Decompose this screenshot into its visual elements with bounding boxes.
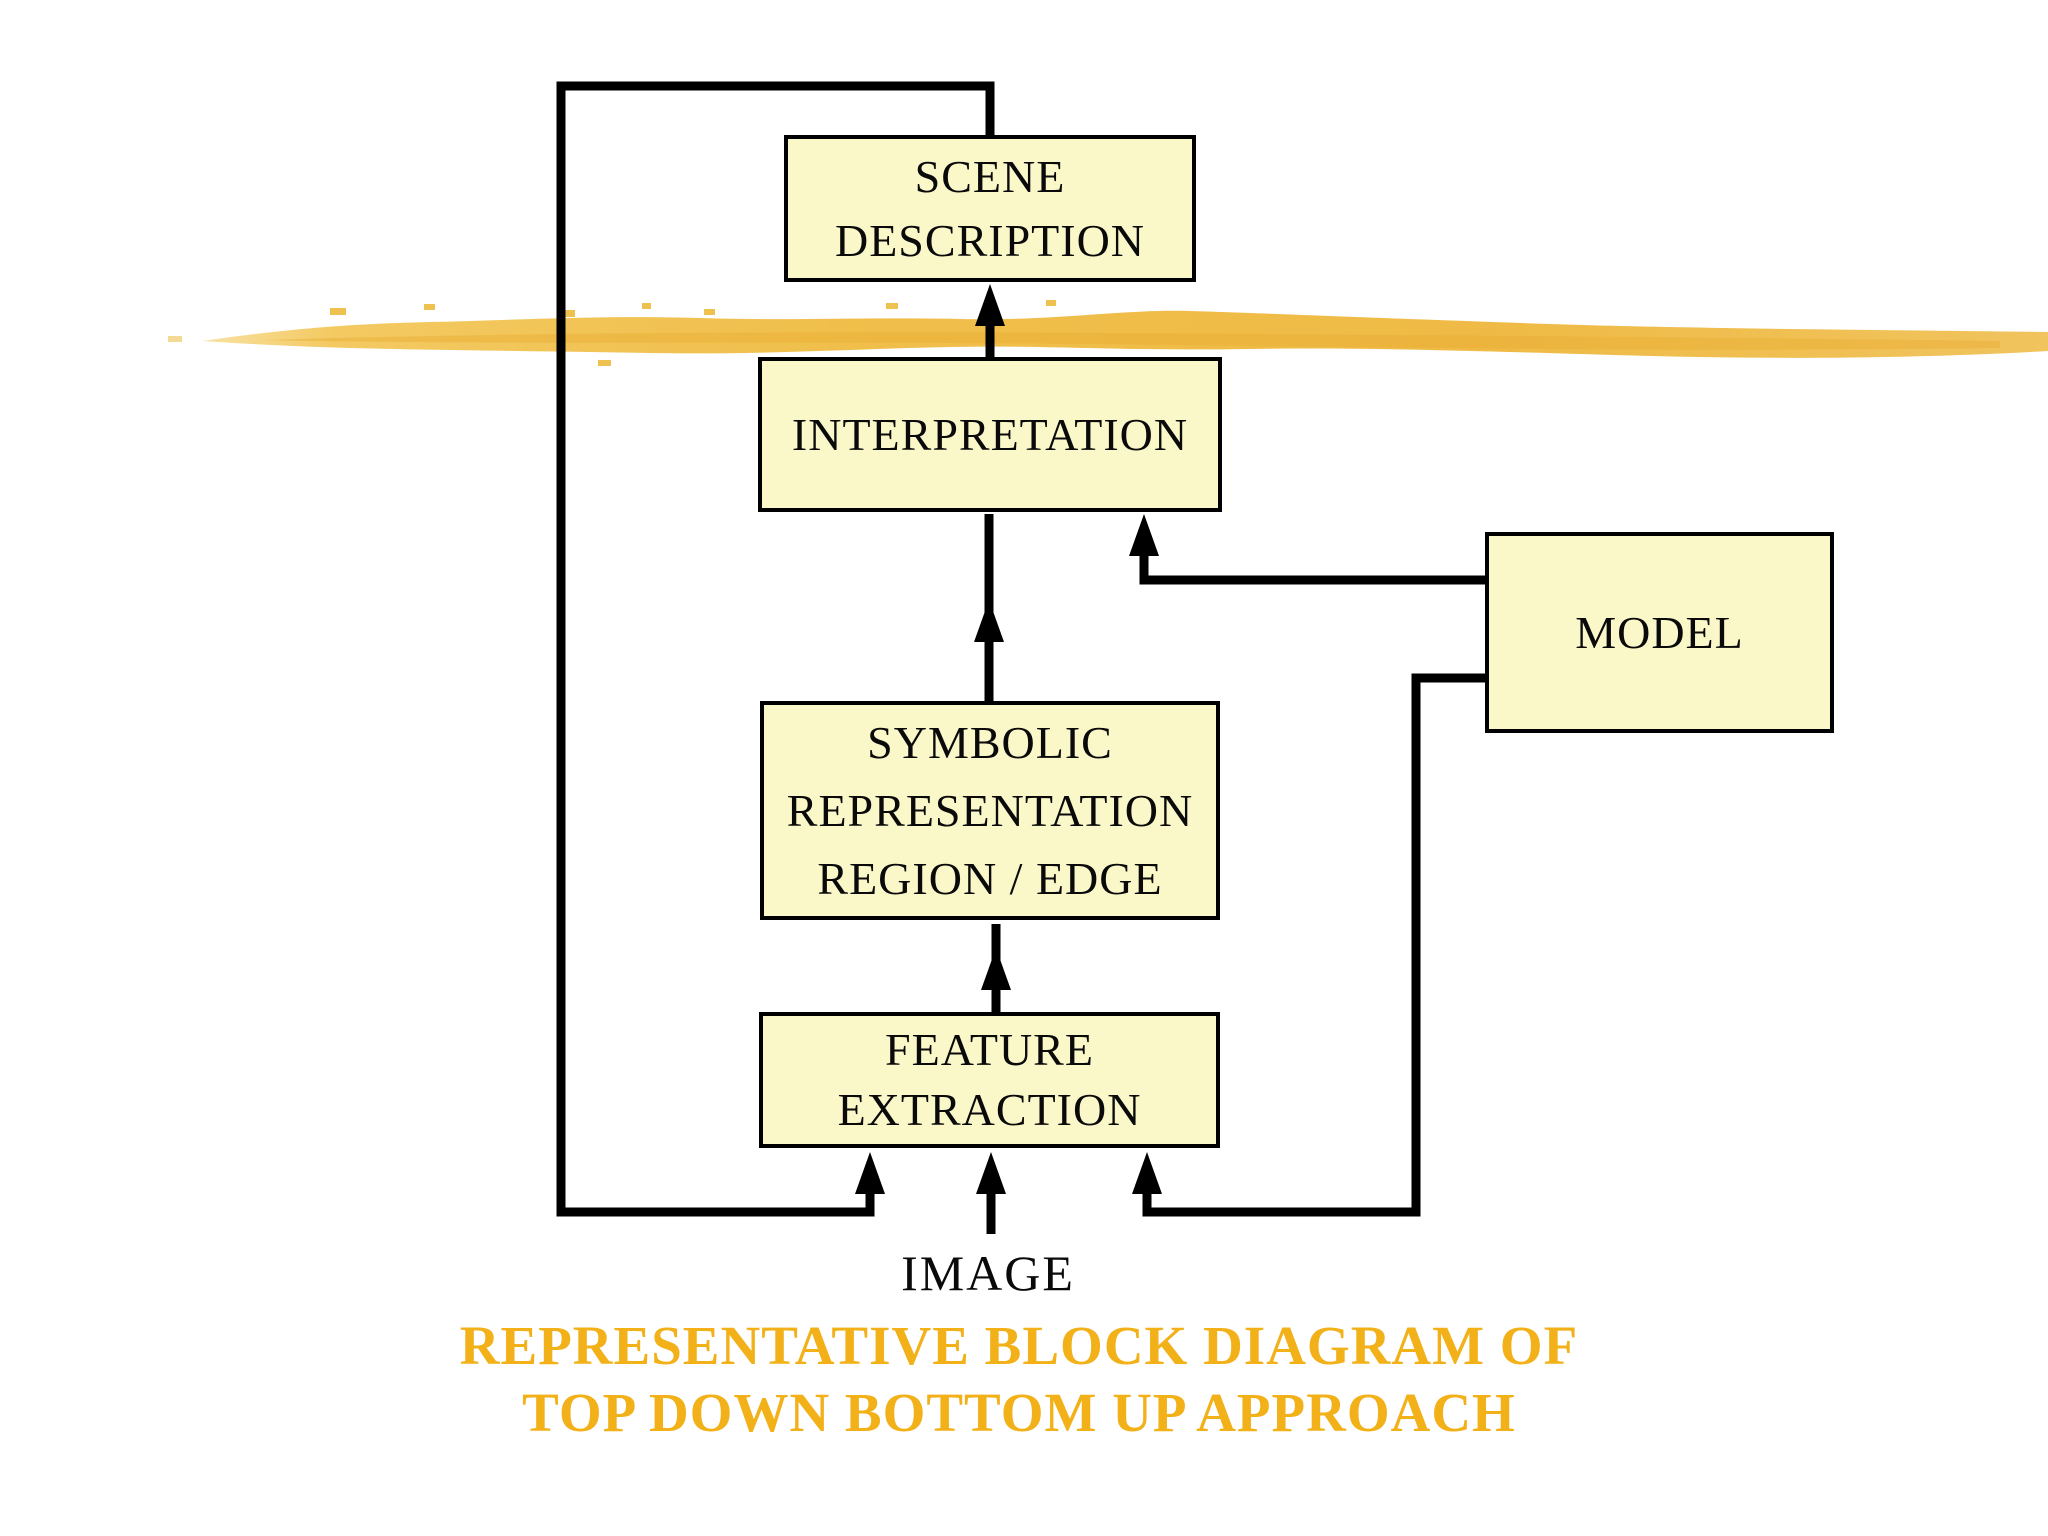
box-label-line: SYMBOLIC — [867, 716, 1113, 768]
image-input-label: IMAGE — [901, 1245, 1075, 1301]
box-symbolic-representation: SYMBOLIC REPRESENTATION REGION / EDGE — [760, 701, 1220, 920]
box-label-line: REGION / EDGE — [817, 852, 1163, 904]
arrowhead-into-interpretation-from-model — [1129, 514, 1159, 556]
arrowhead-into-feature-left — [855, 1152, 885, 1194]
connector-model-to-feature — [1142, 673, 1485, 1217]
box-scene-description: SCENE DESCRIPTION — [784, 135, 1196, 282]
box-label-line: MODEL — [1575, 606, 1744, 658]
caption-line-1: REPRESENTATIVE BLOCK DIAGRAM OF — [459, 1315, 1579, 1376]
connector-model-to-interpretation — [1139, 548, 1485, 585]
box-model: MODEL — [1485, 532, 1834, 733]
box-label-line: INTERPRETATION — [791, 408, 1189, 460]
arrowhead-into-feature-center — [976, 1152, 1006, 1194]
arrowhead-into-feature-right — [1132, 1152, 1162, 1194]
box-label-line: SCENE — [914, 150, 1066, 202]
caption-line-2: TOP DOWN BOTTOM UP APPROACH — [522, 1382, 1516, 1443]
box-label-line: FEATURE — [885, 1024, 1094, 1075]
connector-feedback-scene-to-feature — [556, 81, 995, 1217]
arrowhead-into-scene — [975, 284, 1005, 326]
box-label-line: REPRESENTATION — [786, 784, 1194, 836]
slide-caption: REPRESENTATIVE BLOCK DIAGRAM OF TOP DOWN… — [0, 1312, 2038, 1446]
arrowhead-into-interpretation-mid — [974, 600, 1004, 642]
box-label-line: DESCRIPTION — [834, 214, 1146, 266]
box-feature-extraction: FEATURE EXTRACTION — [759, 1012, 1220, 1148]
arrowhead-into-symbolic — [981, 948, 1011, 990]
box-interpretation: INTERPRETATION — [758, 357, 1222, 512]
box-label-line: EXTRACTION — [837, 1084, 1142, 1135]
brush-stroke-highlight — [168, 300, 2048, 367]
